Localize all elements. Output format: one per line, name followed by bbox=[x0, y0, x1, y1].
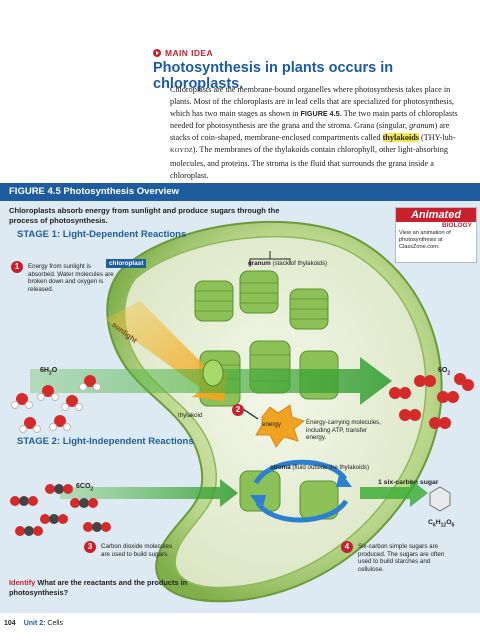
para-part: Chloroplasts are the membrane-bound orga… bbox=[170, 85, 454, 119]
energy-label: energy bbox=[262, 421, 281, 428]
co2-formula: 6CO bbox=[76, 483, 91, 490]
formula-c: C bbox=[428, 519, 433, 526]
formula-sub: 6 bbox=[451, 522, 455, 529]
vocab-thylakoids: thylakoids bbox=[382, 133, 419, 143]
page-footer: 104 Unit 2: Cells bbox=[4, 620, 63, 627]
step-3-badge: 3 bbox=[84, 541, 96, 553]
sugar-molecule bbox=[429, 486, 451, 512]
formula-o: O bbox=[446, 519, 452, 526]
oxygen-formula: 6O bbox=[438, 367, 448, 374]
identify-label: Identify bbox=[9, 578, 36, 587]
cycle-arrow-bottom bbox=[255, 499, 349, 523]
water-formula-end: O bbox=[51, 367, 58, 374]
para-part: (THY-luh- bbox=[418, 133, 456, 143]
biology-label: BIOLOGY bbox=[442, 222, 472, 229]
sugar-label: 1 six-carbon sugar bbox=[378, 479, 439, 486]
formula-sub: 6 bbox=[432, 522, 436, 529]
energy-carriers-text: Energy-carrying molecules, including ATP… bbox=[306, 419, 381, 442]
water-molecules bbox=[11, 375, 101, 433]
co2-subscript: 2 bbox=[90, 486, 94, 493]
step-1-text: Energy from sunlight is absorbed. Water … bbox=[28, 263, 114, 293]
water-subscript: 2 bbox=[48, 370, 52, 377]
animated-note: View an animation of photosynthesis at C… bbox=[399, 230, 451, 250]
para-part: . The two main parts of chloroplasts nee… bbox=[170, 109, 458, 131]
para-part: ) are stacks of coin-shaped, membrane-en… bbox=[170, 121, 450, 143]
unit-label: Unit 2: bbox=[23, 620, 46, 627]
figure-reference: FIGURE 4.5 bbox=[300, 109, 340, 119]
animated-biology-link[interactable]: Animated BIOLOGY View an animation of ph… bbox=[395, 207, 477, 263]
stroma-term: stroma bbox=[270, 464, 291, 471]
para-part: ). The membranes of the thylakoids conta… bbox=[170, 145, 448, 180]
sugar-arrow bbox=[360, 479, 428, 507]
section-headline: Photosynthesis in plants occurs in chlor… bbox=[153, 60, 394, 92]
figure-panel: Chloroplasts absorb energy from sunlight… bbox=[0, 201, 480, 613]
granum-term: granum bbox=[248, 260, 271, 267]
co2-label: 6CO2 bbox=[76, 483, 93, 494]
step-1-badge: 1 bbox=[11, 261, 23, 273]
energy-burst bbox=[255, 404, 305, 448]
co2-molecules bbox=[10, 484, 111, 536]
main-idea-text: MAIN IDEA bbox=[165, 48, 213, 58]
pronunciation: KOYDZ bbox=[170, 147, 193, 155]
formula-sub: 12 bbox=[440, 522, 447, 529]
granum-label: granum (stack of thylakoids) bbox=[248, 260, 327, 268]
oxygen-label: 6O2 bbox=[438, 367, 450, 378]
play-icon bbox=[153, 49, 161, 57]
figure-title-bar: FIGURE 4.5 Photosynthesis Overview bbox=[0, 183, 480, 201]
identify-question: Identify What are the reactants and the … bbox=[9, 578, 209, 597]
cycle-arrow-top bbox=[253, 459, 348, 485]
main-idea-label: MAIN IDEA bbox=[153, 48, 213, 58]
stage2-title: STAGE 2: Light-Independent Reactions bbox=[17, 436, 194, 447]
figure-title: FIGURE 4.5 Photosynthesis Overview bbox=[9, 186, 179, 197]
oxygen-molecules bbox=[389, 373, 474, 429]
stroma-label: stroma (fluid outside the thylakoids) bbox=[270, 464, 369, 472]
step-3-text: Carbon dioxide molecules are used to bui… bbox=[101, 543, 173, 558]
unit-name: Cells bbox=[47, 620, 63, 627]
page-number: 104 bbox=[4, 620, 16, 627]
thylakoid-label: thylakoid bbox=[178, 412, 203, 419]
glucose-formula: C6H12O6 bbox=[428, 519, 454, 530]
figure-intro: Chloroplasts absorb energy from sunlight… bbox=[9, 206, 280, 225]
chloroplast-label: chloroplast bbox=[106, 259, 147, 268]
water-formula: 6H bbox=[40, 367, 49, 374]
formula-h: H bbox=[435, 519, 441, 526]
chloroplast-illustration bbox=[10, 220, 474, 603]
step-2-badge: 2 bbox=[232, 404, 244, 416]
stroma-note: (fluid outside the thylakoids) bbox=[292, 464, 370, 471]
granum-note: (stack of thylakoids) bbox=[272, 260, 328, 267]
identify-text: What are the reactants and the products … bbox=[9, 578, 188, 597]
oxygen-subscript: 2 bbox=[447, 370, 451, 377]
co2-arrow bbox=[60, 479, 238, 507]
step-4-text: Six-carbon simple sugars are produced. T… bbox=[358, 543, 445, 573]
water-label: 6H2O bbox=[40, 367, 57, 378]
animated-logo: Animated bbox=[396, 208, 476, 222]
para-term: granum bbox=[409, 121, 435, 131]
stage1-title: STAGE 1: Light-Dependent Reactions bbox=[17, 229, 187, 240]
step-4-badge: 4 bbox=[341, 541, 353, 553]
body-paragraph: Chloroplasts are the membrane-bound orga… bbox=[170, 84, 460, 182]
